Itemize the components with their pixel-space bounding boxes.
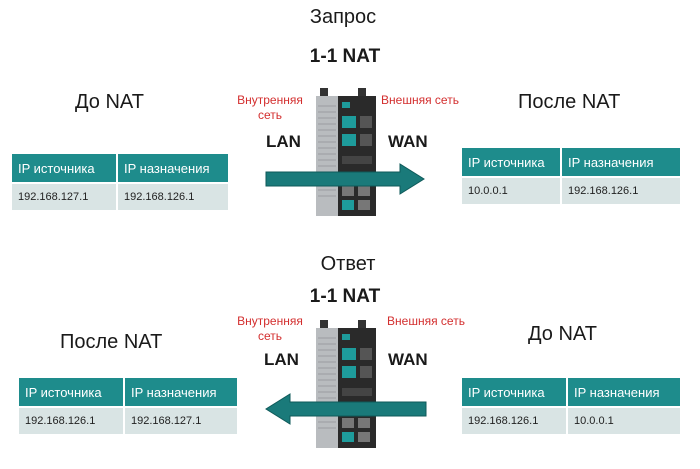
request-internal-net-label: Внутренняя сеть [237, 93, 303, 122]
header-dest-ip: IP назначения [562, 148, 680, 176]
request-router-device-icon [316, 88, 376, 216]
cell-source-ip: 192.168.126.1 [19, 408, 123, 434]
request-arrow-right-icon [265, 163, 425, 195]
cell-source-ip: 192.168.127.1 [12, 184, 116, 210]
cell-dest-ip: 10.0.0.1 [568, 408, 680, 434]
response-after-label: После NAT [60, 331, 163, 353]
header-dest-ip: IP назначения [118, 154, 228, 182]
request-external-net-label: Внешняя сеть [381, 93, 459, 107]
header-dest-ip: IP назначения [568, 378, 680, 406]
response-after-table: IP источника IP назначения 192.168.126.1… [17, 376, 239, 436]
request-after-label: После NAT [518, 91, 621, 113]
response-before-table: IP источника IP назначения 192.168.126.1… [460, 376, 682, 436]
header-source-ip: IP источника [462, 378, 566, 406]
cell-dest-ip: 192.168.127.1 [125, 408, 237, 434]
cell-dest-ip: 192.168.126.1 [118, 184, 228, 210]
request-after-table: IP источника IP назначения 10.0.0.1 192.… [460, 146, 682, 206]
response-external-net-label: Внешняя сеть [387, 314, 465, 328]
response-arrow-left-icon [265, 393, 427, 425]
response-wan-label: WAN [388, 350, 428, 369]
header-source-ip: IP источника [12, 154, 116, 182]
response-title: Ответ [320, 253, 376, 275]
response-internal-net-label: Внутренняя сеть [237, 314, 303, 343]
request-lan-label: LAN [266, 132, 301, 151]
request-title: Запрос [309, 6, 377, 28]
response-nat-title: 1-1 NAT [309, 286, 381, 307]
cell-dest-ip: 192.168.126.1 [562, 178, 680, 204]
response-lan-label: LAN [264, 350, 299, 369]
response-before-label: До NAT [528, 323, 597, 345]
request-wan-label: WAN [388, 132, 428, 151]
header-source-ip: IP источника [462, 148, 560, 176]
request-before-table: IP источника IP назначения 192.168.127.1… [10, 152, 230, 212]
response-router-device-icon [316, 320, 376, 448]
header-dest-ip: IP назначения [125, 378, 237, 406]
request-nat-title: 1-1 NAT [309, 46, 381, 67]
cell-source-ip: 10.0.0.1 [462, 178, 560, 204]
header-source-ip: IP источника [19, 378, 123, 406]
cell-source-ip: 192.168.126.1 [462, 408, 566, 434]
request-before-label: До NAT [75, 91, 144, 113]
